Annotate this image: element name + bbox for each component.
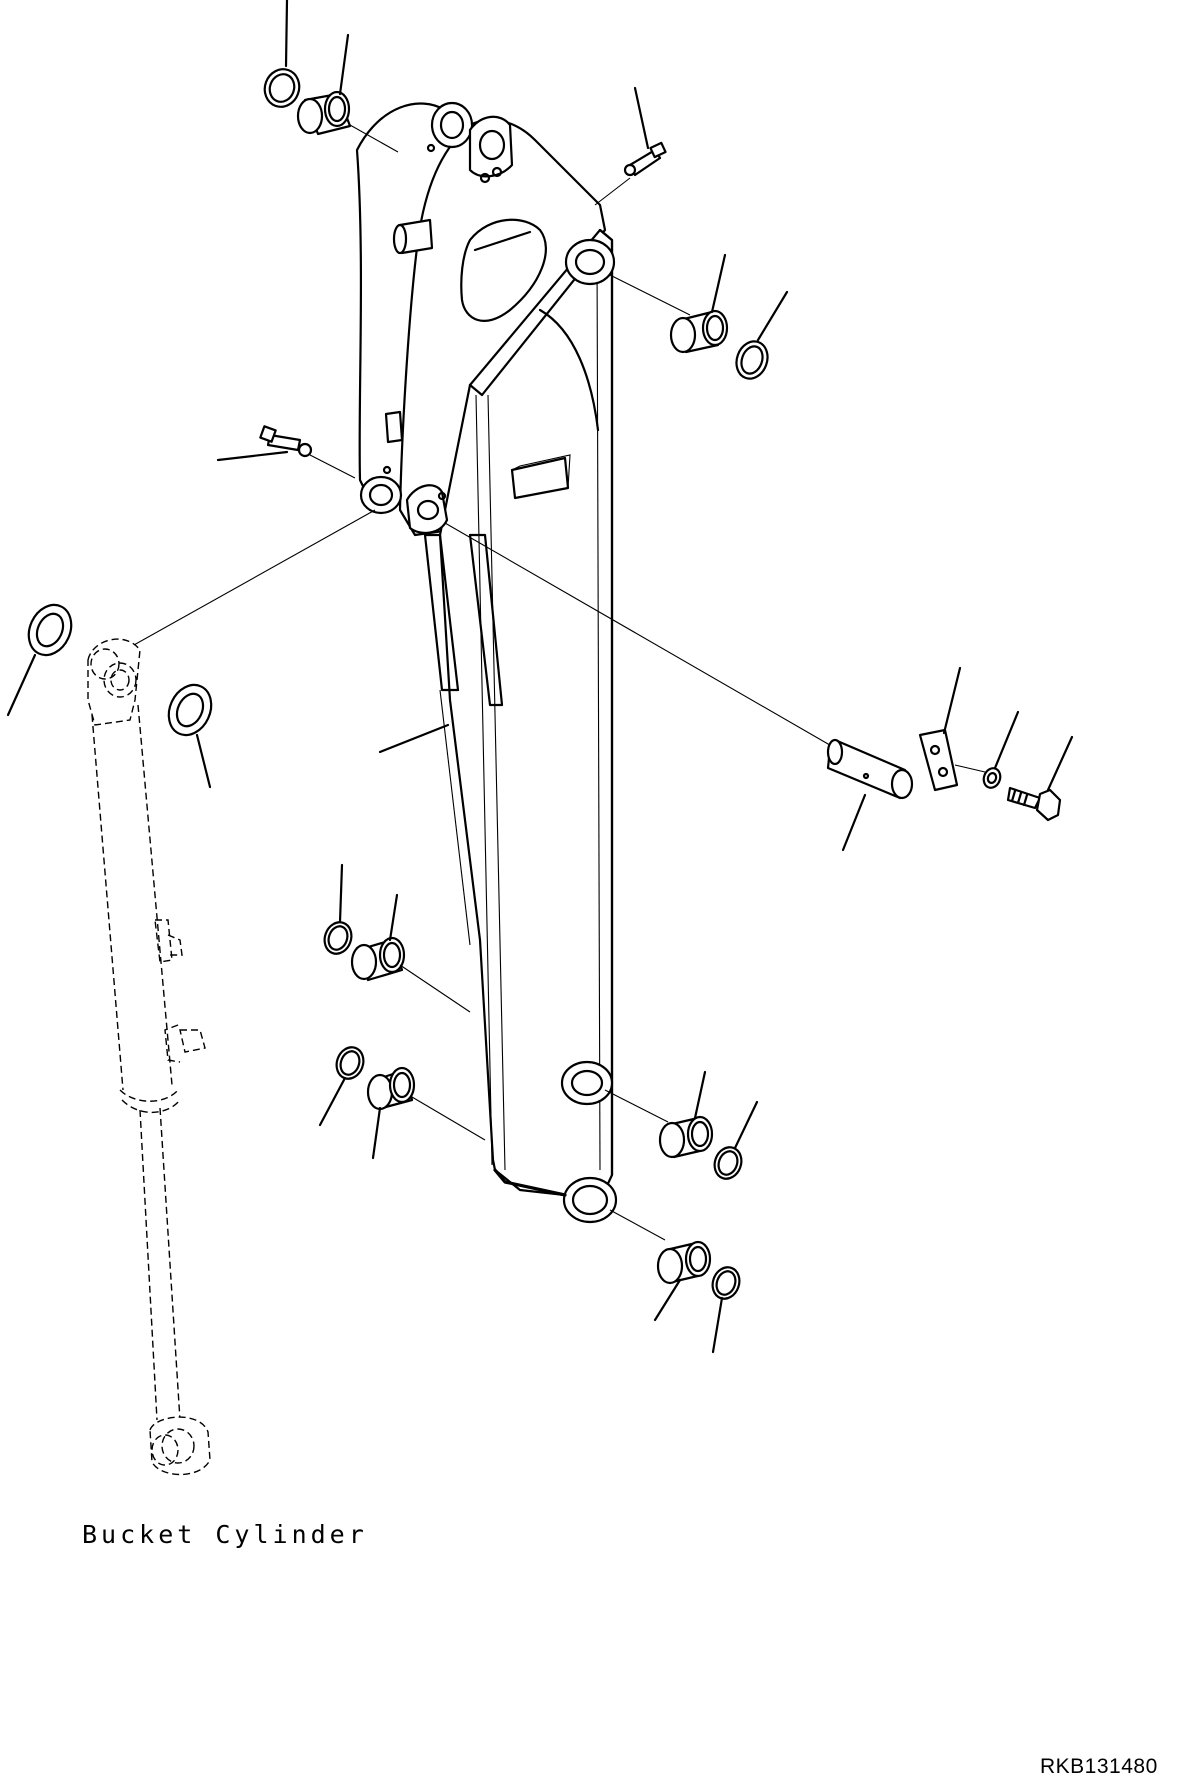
cylinder-shim-left	[6, 603, 73, 717]
cylinder-pin-leader	[124, 509, 376, 651]
lower-left-ring-2	[318, 1046, 365, 1127]
arm-pin-leader	[444, 522, 836, 749]
lower-right-bushing-1	[604, 1070, 714, 1159]
top-left-bushing	[296, 33, 399, 153]
bolt	[1006, 735, 1074, 822]
top-left-seal-ring	[263, 0, 301, 108]
lower-right-ring-1	[713, 1100, 759, 1180]
right-upper-ring	[735, 290, 789, 380]
bucket-cylinder	[87, 638, 211, 1476]
left-grease-fitting	[216, 425, 356, 479]
lower-left-bushing-1	[350, 893, 471, 1013]
bucket-cylinder-label: Bucket Cylinder	[82, 1520, 368, 1549]
lock-plate	[918, 666, 986, 792]
arm-pin	[826, 738, 914, 852]
washer	[982, 710, 1020, 789]
arm-leader	[378, 723, 450, 754]
lower-right-ring-2	[711, 1266, 741, 1354]
drawing-code-label: RKB131480	[1040, 1755, 1158, 1778]
lower-left-ring-1	[323, 863, 353, 955]
right-upper-bushing	[609, 253, 729, 354]
lower-right-bushing-2	[609, 1209, 712, 1322]
arm-assembly	[355, 101, 618, 1224]
lower-left-bushing-2	[366, 1066, 486, 1160]
top-grease-fitting	[594, 86, 667, 206]
cylinder-shim-right	[167, 683, 213, 789]
